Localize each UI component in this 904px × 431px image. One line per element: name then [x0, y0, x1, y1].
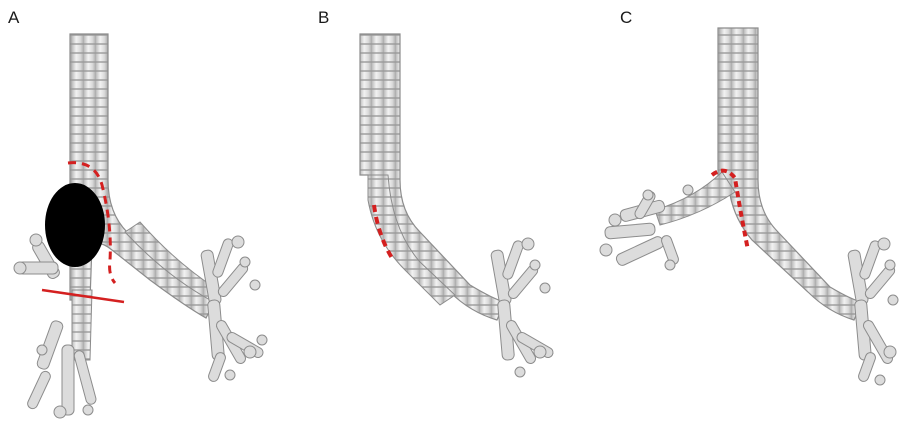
panel-b — [360, 34, 555, 377]
trachea-c — [718, 28, 862, 320]
panel-label-a: A — [8, 8, 19, 28]
panel-label-c: C — [620, 8, 632, 28]
right-bronchial-tree-c — [600, 185, 693, 270]
left-bronchial-tree-c — [847, 238, 898, 385]
tumor-mass — [45, 183, 105, 267]
panel-a — [14, 34, 267, 418]
panel-label-b: B — [318, 8, 329, 28]
left-bronchial-tree-b — [490, 238, 554, 377]
right-bronchus-a — [72, 290, 92, 360]
left-bronchial-tree-a — [200, 236, 267, 383]
right-bronchus-c — [655, 172, 735, 225]
panel-c — [600, 28, 898, 385]
